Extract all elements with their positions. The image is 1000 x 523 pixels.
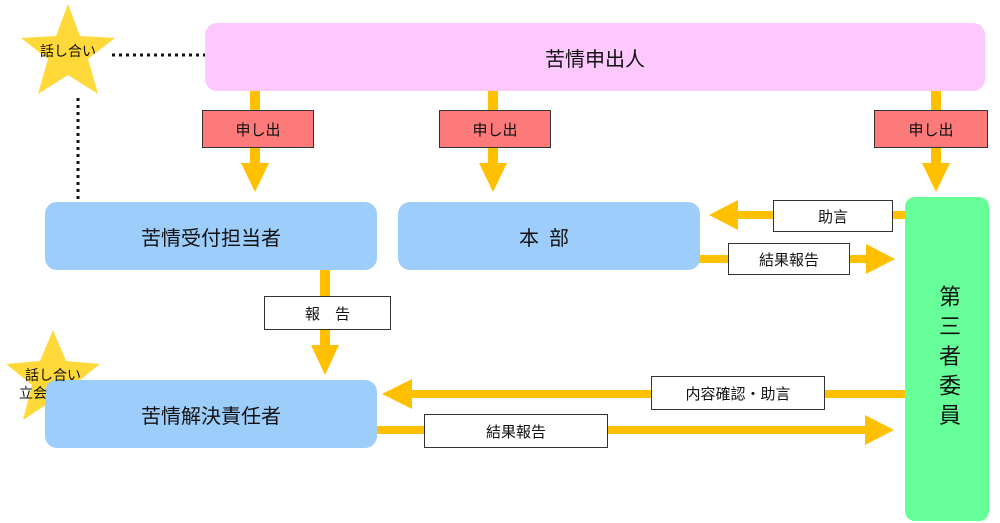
advice-label: 助言 bbox=[817, 207, 848, 226]
confirm-advice-label: 内容確認・助言 bbox=[685, 384, 791, 403]
submit-tag-left-label: 申し出 bbox=[235, 120, 281, 139]
reception-officer-label: 苦情受付担当者 bbox=[141, 225, 281, 250]
third-party-committee-box: 第三者委員 bbox=[905, 197, 989, 521]
star-top-label: 話し合い bbox=[40, 44, 96, 60]
submit-tag-center-label: 申し出 bbox=[472, 120, 518, 139]
headquarters-label: 本部 bbox=[519, 225, 579, 250]
hq-result-report-label-box: 結果報告 bbox=[728, 243, 850, 275]
complainant-box: 苦情申出人 bbox=[205, 23, 985, 91]
reception-officer-box: 苦情受付担当者 bbox=[45, 202, 377, 270]
advice-label-box: 助言 bbox=[773, 200, 893, 232]
arrow-resolver-result-report bbox=[377, 415, 894, 445]
star-bottom-line1: 話し合い bbox=[25, 368, 81, 384]
report-label: 報 告 bbox=[304, 304, 350, 323]
resolution-officer-box: 苦情解決責任者 bbox=[45, 380, 377, 448]
submit-tag-left: 申し出 bbox=[202, 110, 314, 148]
star-bottom-label: 話し合い 立会 bbox=[13, 367, 93, 403]
confirm-advice-label-box: 内容確認・助言 bbox=[651, 376, 825, 410]
hq-result-report-label: 結果報告 bbox=[758, 250, 819, 269]
headquarters-box: 本部 bbox=[398, 202, 700, 270]
submit-tag-center: 申し出 bbox=[439, 110, 551, 148]
arrow-confirm-advice bbox=[382, 379, 905, 409]
third-party-committee-label: 第三者委員 bbox=[935, 284, 960, 434]
star-bottom-line2: 立会 bbox=[19, 386, 47, 402]
complainant-label: 苦情申出人 bbox=[545, 46, 645, 71]
resolver-result-report-label: 結果報告 bbox=[485, 422, 546, 441]
submit-tag-right: 申し出 bbox=[874, 110, 988, 148]
resolution-officer-label: 苦情解決責任者 bbox=[141, 403, 281, 428]
report-label-box: 報 告 bbox=[264, 296, 391, 330]
star-top bbox=[21, 4, 115, 94]
submit-tag-right-label: 申し出 bbox=[908, 120, 954, 139]
resolver-result-report-label-box: 結果報告 bbox=[424, 414, 608, 448]
